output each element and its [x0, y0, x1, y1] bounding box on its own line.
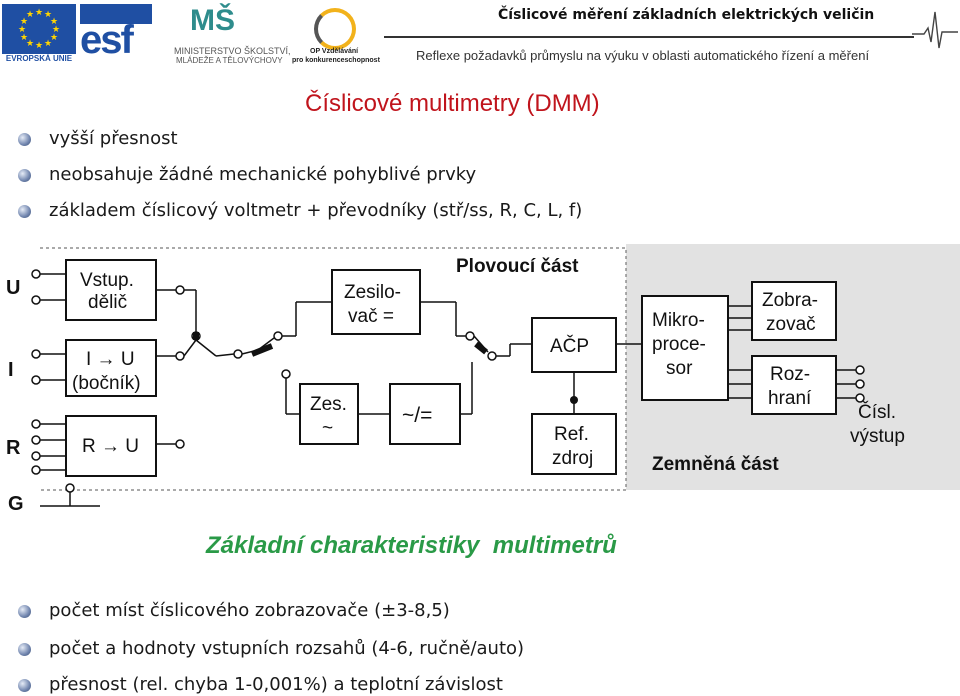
signal-wave-icon: [912, 11, 958, 49]
svg-text:hraní: hraní: [768, 388, 812, 409]
svg-text:★: ★: [50, 33, 58, 43]
bullet-icon: [18, 169, 31, 182]
reference-source-block: [531, 413, 617, 475]
bullet-icon: [18, 205, 31, 218]
svg-text:výstup: výstup: [850, 426, 905, 447]
eu-logo: ★★★ ★★★ ★★★ ★★★ EVROPSKÁ UNIE: [2, 4, 76, 64]
msmt-logo: MŠ MINISTERSTVO ŠKOLSTVÍ, MLÁDEŽE A TĚLO…: [174, 4, 291, 65]
op-arc-icon: [314, 8, 356, 50]
svg-text:Čísl.: Čísl.: [858, 401, 896, 423]
svg-text:vač =: vač =: [348, 306, 394, 327]
svg-text:~/=: ~/=: [402, 404, 432, 427]
ac-amplifier-block: [299, 383, 359, 445]
svg-text:★: ★: [44, 10, 52, 20]
amplifier-block: [331, 269, 421, 335]
op-logo: OP Vzdělávání pro konkurenceschopnost: [292, 4, 380, 66]
op-line1: OP Vzdělávání: [310, 48, 359, 55]
msmt-line1: MINISTERSTVO ŠKOLSTVÍ,: [174, 46, 291, 56]
shunt-block: [65, 339, 157, 397]
svg-text:Zesilo-: Zesilo-: [344, 282, 401, 303]
terminal-g-label: G: [8, 493, 24, 515]
microprocessor-block: [641, 295, 729, 401]
adc-block: [531, 317, 617, 373]
svg-text:Mikro-: Mikro-: [652, 310, 705, 331]
svg-text:(bočník): (bočník): [72, 373, 141, 394]
svg-text:★: ★: [26, 10, 34, 20]
svg-text:dělič: dělič: [88, 292, 127, 313]
svg-text:Zobra-: Zobra-: [762, 290, 818, 311]
svg-text:I → U: I → U: [86, 349, 135, 370]
esf-text: esf: [80, 18, 134, 62]
ground-part-label: Zemněná část: [652, 454, 779, 475]
esf-logo: esf: [80, 4, 152, 64]
dmm-block-diagram: Plovoucí část Zemněná část U I R G Vstup…: [6, 244, 960, 515]
svg-text:Ref.: Ref.: [554, 424, 589, 445]
slide-header: ★★★ ★★★ ★★★ ★★★ EVROPSKÁ UNIE esf MŠ MIN…: [0, 0, 960, 72]
interface-block: [751, 355, 837, 415]
svg-text:~: ~: [322, 418, 333, 439]
svg-text:★: ★: [20, 33, 28, 43]
bullet-icon: [18, 679, 31, 692]
header-divider: [384, 36, 914, 38]
terminal-u-label: U: [6, 277, 20, 299]
svg-text:AČP: AČP: [550, 335, 589, 357]
display-block: [751, 281, 837, 341]
input-divider-block: [65, 259, 157, 321]
eu-stars-icon: ★★★ ★★★ ★★★ ★★★: [18, 8, 60, 51]
svg-text:★: ★: [50, 17, 58, 27]
bullet-icon: [18, 133, 31, 146]
svg-text:★: ★: [20, 17, 28, 27]
svg-text:★: ★: [52, 25, 60, 35]
svg-text:R → U: R → U: [82, 436, 139, 457]
svg-text:Vstup.: Vstup.: [80, 270, 134, 291]
svg-text:zdroj: zdroj: [552, 448, 593, 469]
svg-text:★: ★: [26, 39, 34, 49]
floating-part-label: Plovoucí část: [456, 256, 579, 277]
terminal-i-label: I: [8, 359, 14, 381]
eu-caption: EVROPSKÁ UNIE: [2, 54, 76, 64]
ac-dc-converter-block: [389, 383, 461, 445]
svg-text:zovač: zovač: [766, 314, 816, 335]
svg-text:sor: sor: [666, 358, 693, 379]
section-title: Základní charakteristiky multimetrů: [206, 532, 617, 559]
svg-text:★: ★: [35, 8, 43, 18]
svg-text:proce-: proce-: [652, 334, 706, 355]
bullet-icon: [18, 643, 31, 656]
svg-text:Zes.: Zes.: [310, 394, 347, 415]
bullet-icon: [18, 605, 31, 618]
svg-text:★: ★: [35, 41, 43, 51]
svg-text:★: ★: [18, 25, 26, 35]
r-to-u-block: [65, 415, 157, 477]
header-subtitle: Reflexe požadavků průmyslu na výuku v ob…: [416, 48, 870, 63]
terminal-r-label: R: [6, 437, 21, 459]
svg-text:★: ★: [44, 39, 52, 49]
msmt-line2: MLÁDEŽE A TĚLOVÝCHOVY: [176, 56, 283, 65]
header-title: Číslicové měření základních elektrických…: [498, 7, 875, 23]
op-line2: pro konkurenceschopnost: [292, 57, 380, 64]
slide-title: Číslicové multimetry (DMM): [305, 90, 600, 117]
svg-text:Roz-: Roz-: [770, 364, 810, 385]
